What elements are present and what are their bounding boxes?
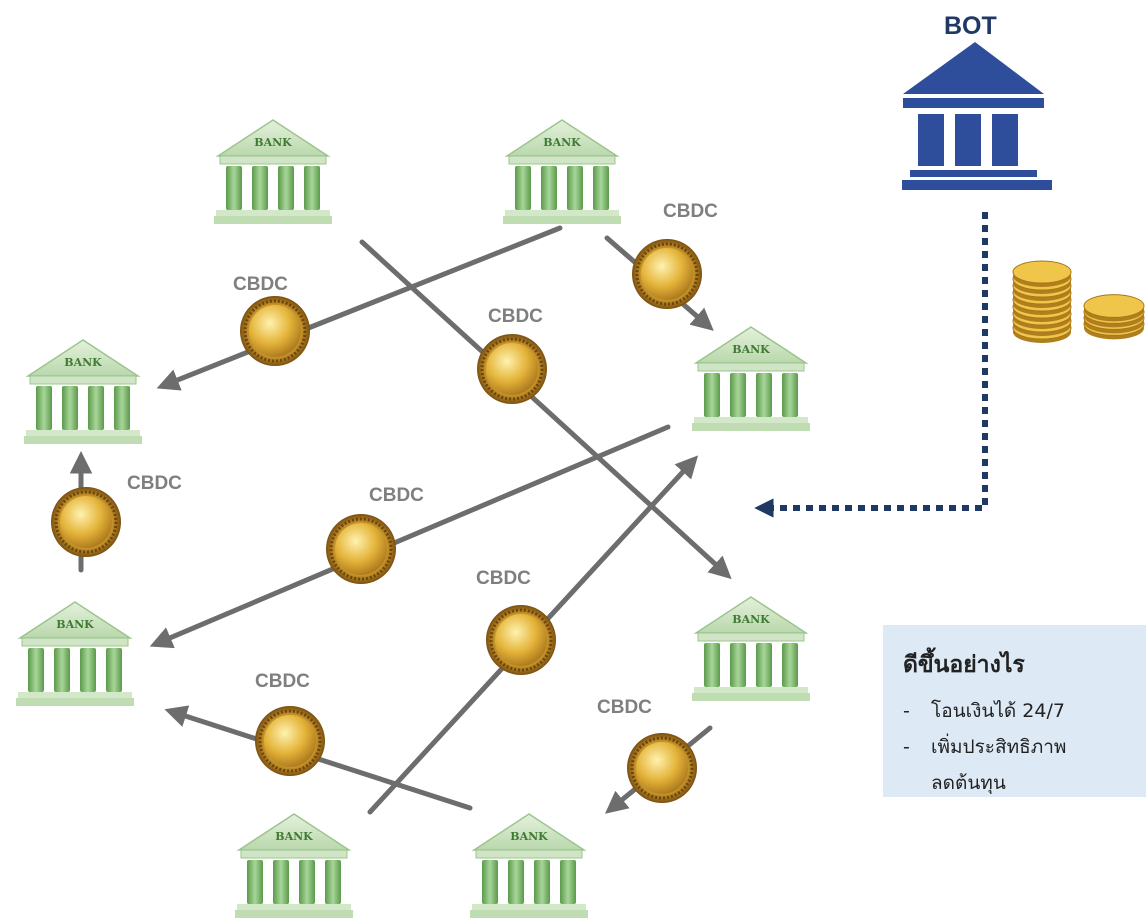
cbdc-coin-icon <box>255 706 325 776</box>
benefit-text: เพิ่มประสิทธิภาพ <box>931 736 1067 758</box>
cbdc-label: CBDC <box>127 473 182 494</box>
bank-sign: BANK <box>543 136 581 149</box>
cbdc-label: CBDC <box>597 697 652 718</box>
gold-coin-stack-icon <box>1012 260 1145 344</box>
bank-building-icon: BANK <box>503 119 621 224</box>
cbdc-coin-icon <box>240 296 310 366</box>
cbdc-label: CBDC <box>663 201 718 222</box>
bullet-dash: - <box>903 700 910 722</box>
bot-dotted-arrow <box>754 212 988 518</box>
benefits-title: ดีขึ้นอย่างไร <box>903 652 1025 678</box>
cbdc-coin-icon <box>486 605 556 675</box>
cbdc-coin-icon <box>326 514 396 584</box>
cbdc-label: CBDC <box>476 568 531 589</box>
arrow-bankh-to-banke <box>164 705 473 811</box>
central-bank-icon <box>902 42 1052 190</box>
bank-building-icon: BANK <box>692 596 810 701</box>
bank-sign: BANK <box>254 136 292 149</box>
bank-building-icon: BANK <box>16 601 134 706</box>
benefit-item: - โอนเงินได้ 24/7 <box>903 693 1146 729</box>
benefit-item: - เพิ่มประสิทธิภาพ <box>903 729 1146 765</box>
bank-sign: BANK <box>56 618 94 631</box>
benefit-text: โอนเงินได้ 24/7 <box>931 700 1065 722</box>
cbdc-label: CBDC <box>369 485 424 506</box>
benefit-text-continued: ลดต้นทุน <box>931 772 1006 794</box>
bank-building-icon: BANK <box>470 813 588 918</box>
cbdc-label: CBDC <box>255 671 310 692</box>
arrow-bankb-to-bankc <box>156 225 563 391</box>
cbdc-coin-icon <box>51 487 121 557</box>
bank-building-icon: BANK <box>24 339 142 444</box>
bank-sign: BANK <box>510 830 548 843</box>
bank-building-icon: BANK <box>235 813 353 918</box>
bot-label: BOT <box>944 12 997 40</box>
cbdc-coin-icon <box>632 239 702 309</box>
bank-building-icon: BANK <box>692 326 810 431</box>
bullet-dash: - <box>903 736 910 758</box>
bank-building-icon: BANK <box>214 119 332 224</box>
arrow-bankd-to-banke <box>149 424 671 649</box>
cbdc-label: CBDC <box>233 274 288 295</box>
bank-sign: BANK <box>732 343 770 356</box>
benefits-box: ดีขึ้นอย่างไร - โอนเงินได้ 24/7 - เพิ่มป… <box>883 625 1146 797</box>
cbdc-label: CBDC <box>488 306 543 327</box>
cbdc-coin-icon <box>477 334 547 404</box>
bank-sign: BANK <box>275 830 313 843</box>
bank-sign: BANK <box>732 613 770 626</box>
arrow-banka-to-bankf <box>359 239 732 580</box>
bank-sign: BANK <box>64 356 102 369</box>
cbdc-coin-icon <box>627 733 697 803</box>
transfer-arrows <box>69 225 732 815</box>
